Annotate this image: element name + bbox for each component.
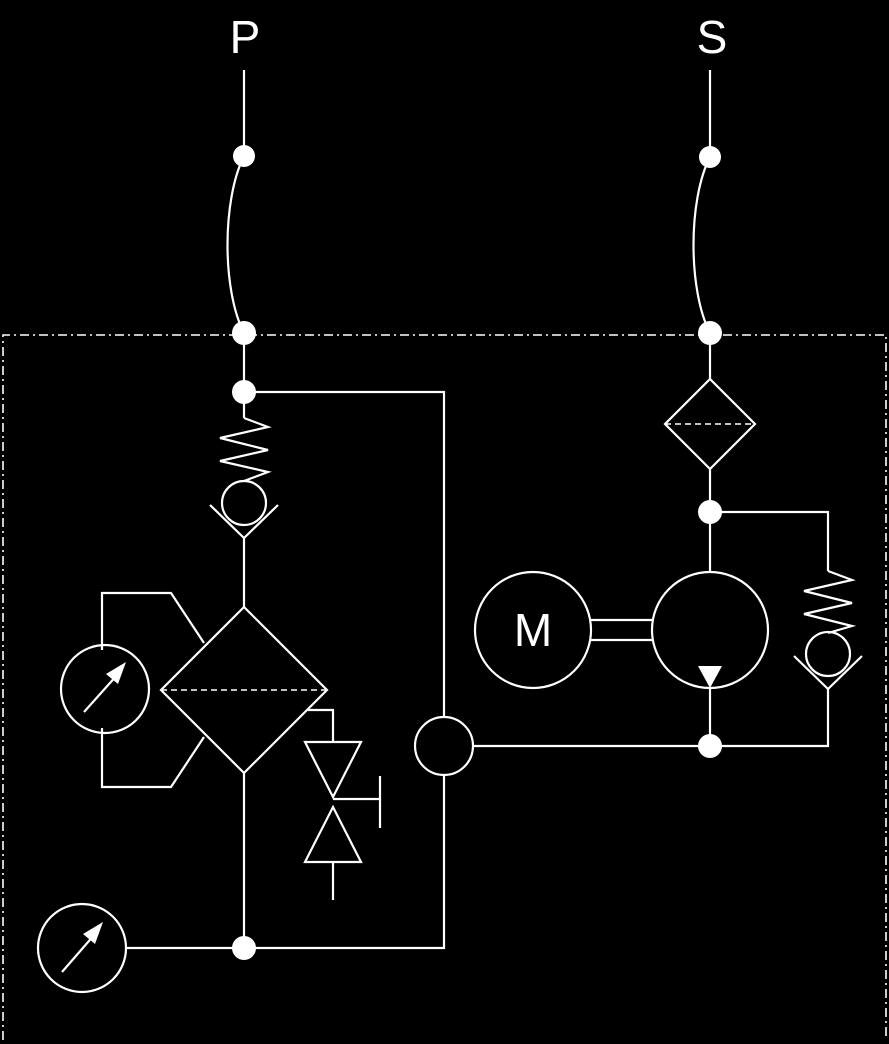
motor-icon: M: [473, 570, 652, 690]
suction-line: [698, 321, 722, 379]
check-valve-icon: [710, 510, 863, 748]
port-s-label: S: [697, 11, 728, 63]
differential-pressure-gauge: [59, 591, 205, 789]
unit-boundary: [2, 334, 887, 1040]
needle-valve-icon: [303, 708, 382, 900]
filter-icon: [663, 377, 757, 471]
pressure-line: [232, 321, 446, 950]
check-valve-icon: [209, 392, 279, 607]
filter-icon: [159, 605, 329, 775]
hose-s: [692, 70, 721, 334]
pump-icon: [650, 570, 770, 746]
motor-label: M: [514, 604, 552, 656]
hose-p: [226, 70, 255, 334]
line-crossover: [413, 715, 475, 777]
pressure-gauge-icon: [59, 643, 151, 735]
port-p-label: P: [230, 11, 261, 63]
pressure-gauge-icon: [36, 902, 244, 994]
return-line: [473, 734, 722, 758]
